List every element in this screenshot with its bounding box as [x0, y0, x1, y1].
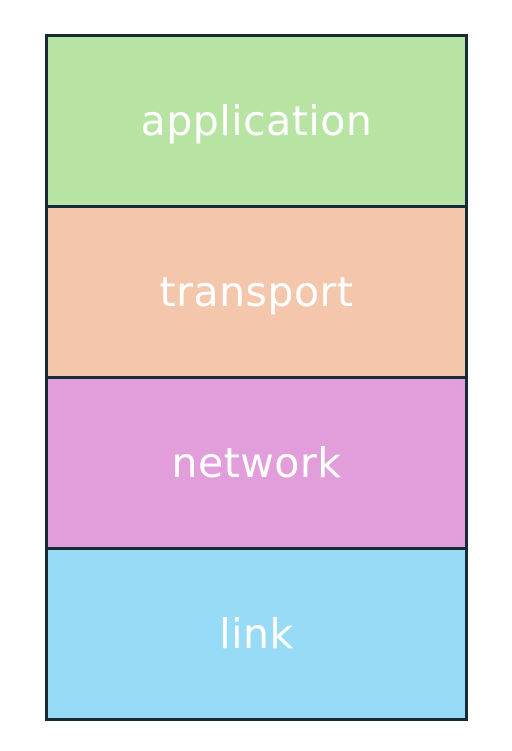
layer-application: application	[48, 37, 465, 205]
layer-label-link: link	[219, 610, 294, 658]
protocol-stack-diagram: application transport network link	[45, 34, 468, 721]
layer-label-application: application	[140, 97, 373, 145]
layer-link: link	[48, 547, 465, 718]
layer-label-network: network	[171, 439, 342, 487]
layer-label-transport: transport	[159, 268, 354, 316]
layer-transport: transport	[48, 205, 465, 376]
layer-network: network	[48, 376, 465, 547]
